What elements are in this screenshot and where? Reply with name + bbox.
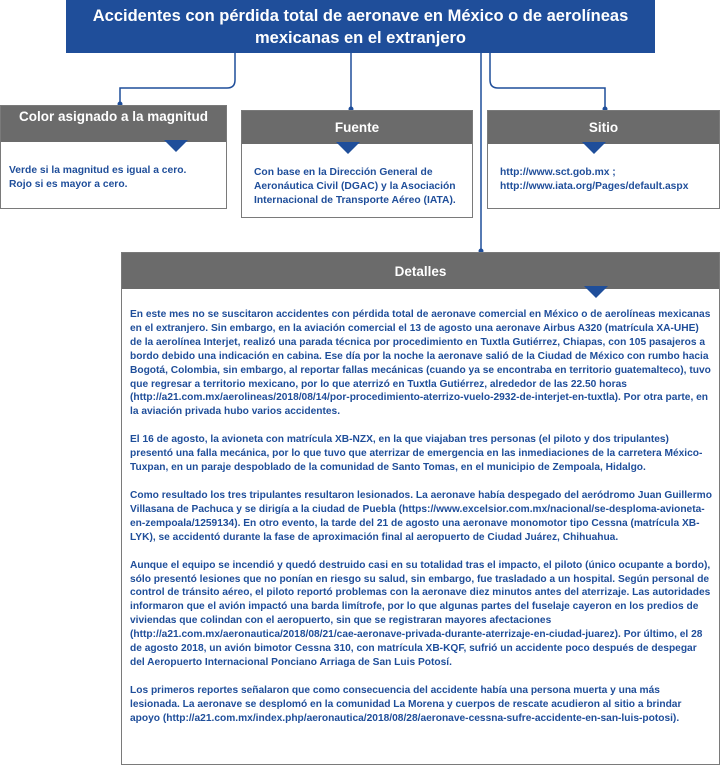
pointer-triangle-icon [584, 286, 608, 298]
color-rule-green: Verde si la magnitud es igual a cero. [9, 165, 187, 176]
details-body: En este mes no se suscitaron accidentes … [122, 289, 719, 726]
color-assignment-body: Verde si la magnitud es igual a cero. Ro… [1, 142, 226, 192]
source-header: Fuente [242, 111, 472, 154]
source-card: Fuente Con base en la Dirección General … [241, 110, 473, 218]
main-title: Accidentes con pérdida total de aeronave… [66, 0, 655, 53]
site-header: Sitio [488, 111, 719, 154]
details-card: Detalles En este mes no se suscitaron ac… [121, 252, 720, 765]
details-paragraph: En este mes no se suscitaron accidentes … [130, 309, 711, 418]
details-header-label: Detalles [394, 264, 447, 279]
site-header-label: Sitio [588, 120, 619, 135]
details-paragraph: Los primeros reportes señalaron que como… [130, 684, 682, 724]
color-assignment-header: Color asignado a la magnitud [1, 106, 226, 152]
source-header-label: Fuente [334, 120, 380, 135]
details-paragraph: Aunque el equipo se incendió y quedó des… [130, 559, 711, 668]
color-rule-red: Rojo si es mayor a cero. [9, 179, 128, 190]
site-card: Sitio http://www.sct.gob.mx ; http://www… [487, 110, 720, 209]
pointer-triangle-icon [164, 140, 188, 152]
site-urls: http://www.sct.gob.mx ; http://www.iata.… [500, 167, 689, 192]
pointer-triangle-icon [582, 142, 606, 154]
details-header: Detalles [122, 253, 719, 298]
details-paragraph: Como resultado los tres tripulantes resu… [130, 489, 712, 543]
color-assignment-header-label: Color asignado a la magnitud [18, 109, 209, 124]
source-body: Con base en la Dirección General de Aero… [254, 167, 456, 206]
details-paragraph: El 16 de agosto, la avioneta con matrícu… [130, 434, 703, 474]
connector-color [119, 53, 236, 103]
connector-sitio [489, 53, 606, 108]
color-assignment-card: Color asignado a la magnitud Verde si la… [0, 105, 227, 209]
pointer-triangle-icon [336, 142, 360, 154]
